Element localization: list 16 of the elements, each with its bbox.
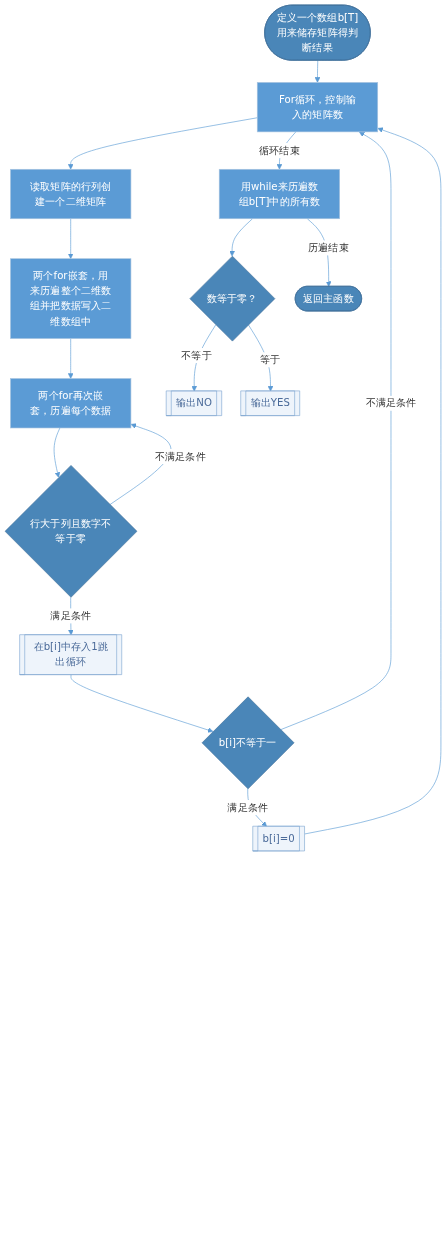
node-diamond: 数等于零？ (189, 255, 276, 342)
node-box: 读取矩阵的行列创建一个二维矩阵 (10, 168, 132, 220)
edge-label: 不满足条件 (155, 450, 206, 463)
node-box: 两个for再次嵌套，历遍每个数据 (10, 378, 132, 429)
edge-label: 等于 (260, 353, 281, 366)
edge-label: 不满足条件 (365, 396, 417, 409)
node-diamond: b[i]不等于一 (201, 696, 295, 790)
node-box: 两个for嵌套，用来历遍整个二维数组并把数据写入二维数组中 (10, 258, 132, 339)
node-box: For循环，控制输入的矩阵数 (256, 82, 379, 133)
node-diamond: 行大于列且数字不等于零 (4, 465, 138, 598)
edge-label: 不等于 (181, 349, 212, 362)
edge-label: 循环结束 (259, 144, 300, 157)
edge-label: 历遍结束 (308, 241, 349, 254)
node-box: 用while来历遍数组b[T]中的所有数 (218, 168, 340, 220)
edge-label: 满足条件 (50, 609, 91, 622)
edge-label: 满足条件 (227, 801, 269, 814)
